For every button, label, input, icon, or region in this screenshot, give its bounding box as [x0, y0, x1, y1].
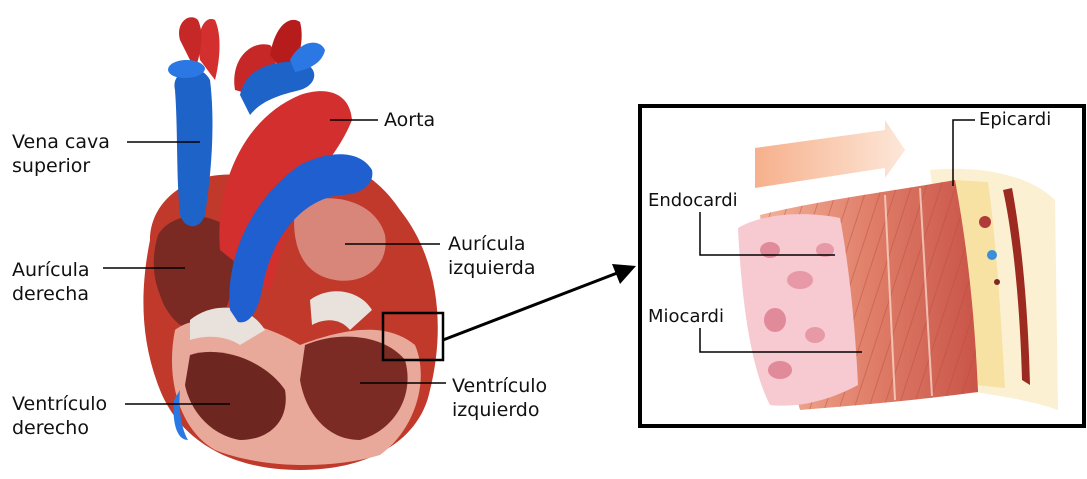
label-auricula-derecha-line2: derecha	[12, 282, 90, 306]
label-ventriculo-derecho-line1: Ventrículo	[12, 392, 107, 416]
label-ventriculo-izquierdo-line2: izquierdo	[452, 398, 547, 422]
label-auricula-izquierda: Aurícula izquierda	[448, 232, 536, 280]
label-auricula-derecha: Aurícula derecha	[12, 258, 90, 306]
zoom-pointer-line	[443, 270, 625, 340]
label-auricula-derecha-line1: Aurícula	[12, 258, 90, 282]
label-ventriculo-izquierdo-line1: Ventrículo	[452, 374, 547, 398]
label-auricula-izquierda-line1: Aurícula	[448, 232, 536, 256]
label-endocardi: Endocardi	[646, 190, 740, 212]
label-epicardi: Epicardi	[977, 109, 1053, 131]
label-ventriculo-derecho-line2: derecho	[12, 416, 107, 440]
label-vena-cava-line1: Vena cava	[12, 130, 110, 154]
label-aorta: Aorta	[384, 108, 435, 132]
label-vena-cava-line2: superior	[12, 154, 110, 178]
label-ventriculo-derecho: Ventrículo derecho	[12, 392, 107, 440]
label-miocardi: Miocardi	[646, 306, 726, 328]
label-ventriculo-izquierdo: Ventrículo izquierdo	[452, 374, 547, 422]
label-vena-cava-superior: Vena cava superior	[12, 130, 110, 178]
label-auricula-izquierda-line2: izquierda	[448, 256, 536, 280]
